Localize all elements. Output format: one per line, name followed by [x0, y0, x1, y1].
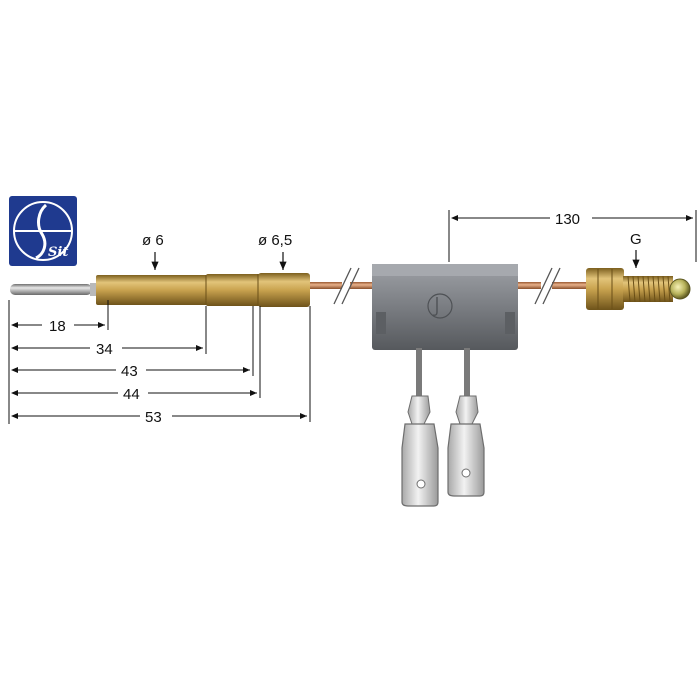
thermocouple-probe	[10, 273, 310, 307]
dimension-130: 130	[448, 210, 697, 262]
svg-text:44: 44	[123, 386, 140, 403]
threaded-fitting	[586, 268, 691, 310]
dimension-53: 53	[11, 409, 307, 426]
annotation-thread: G	[630, 231, 642, 268]
terminal-wire-right	[447, 348, 485, 497]
dimension-34: 34	[11, 341, 203, 358]
svg-text:130: 130	[555, 211, 580, 228]
copper-capillary	[300, 267, 588, 305]
svg-text:ø 6: ø 6	[142, 232, 164, 249]
svg-text:G: G	[630, 231, 642, 248]
svg-text:34: 34	[96, 341, 113, 358]
svg-text:18: 18	[49, 318, 66, 335]
dimension-44: 44	[11, 386, 257, 403]
dimension-18: 18	[11, 318, 105, 335]
logo-text: Sit	[48, 245, 68, 260]
brand-logo: Sit	[9, 196, 77, 266]
annotation-diameter-body: ø 6,5	[258, 232, 292, 270]
dimension-extension-lines	[8, 300, 311, 424]
terminal-wire-left	[401, 348, 439, 507]
junction-block	[372, 264, 518, 350]
svg-text:ø 6,5: ø 6,5	[258, 232, 292, 249]
annotation-diameter-tip: ø 6	[142, 232, 164, 270]
dimension-43: 43	[11, 363, 250, 380]
svg-text:53: 53	[145, 409, 162, 426]
svg-text:43: 43	[121, 363, 138, 380]
